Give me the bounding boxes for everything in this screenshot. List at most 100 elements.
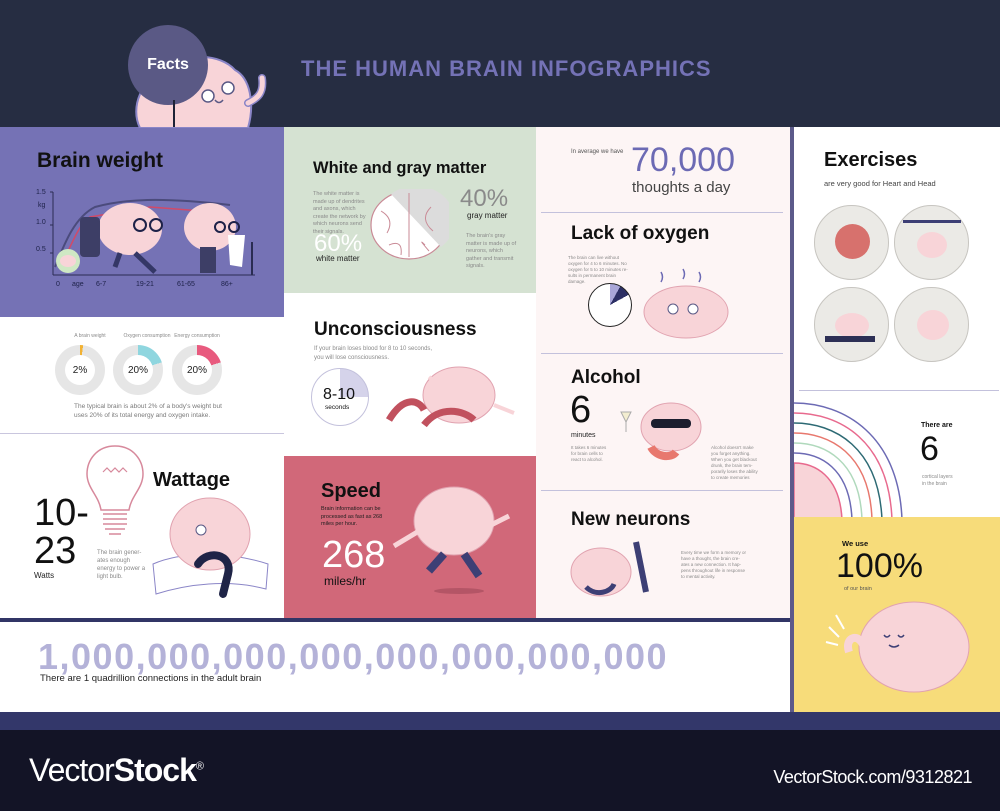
x-tick-19-21: 19-21	[136, 281, 154, 288]
running-brain-icon	[392, 486, 511, 594]
usage-prefix: We use	[842, 539, 869, 548]
y-tick-1-0: 1.0	[36, 219, 46, 226]
wattage-title: Wattage	[153, 469, 231, 491]
exercise-running-heart-icon	[814, 205, 889, 280]
vectorstock-logo[interactable]: VectorStock®	[29, 752, 204, 788]
x-axis-label: age	[72, 281, 84, 288]
light-bulb-icon	[86, 445, 144, 535]
unconsciousness-title: Unconsciousness	[314, 319, 477, 340]
divider	[541, 353, 783, 354]
divider-bar	[0, 712, 1000, 730]
connections-panel: 1,000,000,000,000,000,000,000,000 There …	[0, 618, 790, 712]
thoughts-label: thoughts a day	[632, 179, 731, 196]
thoughts-prefix: In average we have	[571, 149, 624, 155]
speed-title: Speed	[321, 480, 382, 502]
percentages-panel: A brain weight Oxygen consumption Energy…	[0, 317, 284, 433]
divider	[541, 490, 783, 491]
ring-label-weight: A brain weight	[74, 333, 106, 339]
neurons-title: New neurons	[571, 509, 691, 530]
x-tick-6-7: 6-7	[96, 281, 107, 288]
unconsciousness-unit: seconds	[325, 404, 350, 411]
divider	[541, 212, 783, 213]
wattage-unit: Watts	[34, 571, 55, 580]
ring-weight-value: 2%	[65, 355, 95, 385]
exercises-title: Exercises	[824, 149, 918, 171]
ring-label-oxygen: Oxygen consumption	[123, 333, 171, 339]
connections-caption: There are 1 quadrillion connections in t…	[40, 673, 262, 684]
unconsciousness-panel: Unconsciousness If your brain loses bloo…	[284, 293, 536, 456]
ring-oxygen: 20%	[113, 345, 163, 395]
suffocating-brain-icon	[643, 268, 729, 339]
exercise-weightlifting-brain-icon	[894, 205, 969, 280]
usage-suffix: of our brain	[844, 586, 872, 592]
timer-icon	[311, 368, 369, 426]
ring-label-energy: Energy consumption	[174, 333, 220, 339]
badge-stick	[173, 100, 175, 127]
unconsciousness-value: 8-10	[323, 386, 356, 403]
brain-weight-chart	[50, 191, 255, 276]
right-column: Exercises are very good for Heart and He…	[790, 127, 1000, 712]
ring-energy-value: 20%	[182, 355, 212, 385]
gray-matter-value: 40%	[460, 185, 509, 212]
facts-badge: Facts	[128, 25, 208, 105]
brain-weight-title: Brain weight	[37, 149, 164, 172]
ring-oxygen-value: 20%	[123, 355, 153, 385]
alcohol-value: 6	[570, 389, 592, 431]
cortical-layers-icon	[794, 402, 903, 520]
usage-value: 100%	[836, 547, 923, 585]
brain-weight-panel: Brain weight 1.5 kg 1.0 0.5 0 age 6-7 19…	[0, 127, 284, 317]
exercises-subtitle: are very good for Heart and Head	[824, 179, 936, 188]
connections-value: 1,000,000,000,000,000,000,000,000	[38, 636, 669, 677]
divider	[799, 390, 999, 391]
y-tick-1-5: 1.5	[36, 189, 46, 196]
speed-unit: miles/hr	[324, 574, 367, 588]
y-axis-unit: kg	[38, 202, 46, 209]
header: Facts THE HUMAN BRAIN INFOGRAPHICS	[0, 0, 1000, 128]
y-tick-0-5: 0.5	[36, 246, 46, 253]
footer: VectorStock® VectorStock.com/9312821	[0, 730, 1000, 811]
oxygen-title: Lack of oxygen	[571, 223, 710, 244]
alcohol-title: Alcohol	[571, 367, 641, 388]
x-tick-61-65: 61-65	[177, 281, 195, 288]
page-title: THE HUMAN BRAIN INFOGRAPHICS	[301, 56, 712, 81]
usage-panel: We use 100% of our brain	[794, 517, 1000, 712]
gray-matter-label: gray matter	[467, 211, 508, 220]
ring-weight: 2%	[55, 345, 105, 395]
fainting-brain-icon	[385, 366, 515, 428]
alcohol-unit: minutes	[571, 432, 596, 439]
cortical-prefix: There are	[921, 422, 953, 429]
speed-value: 268	[322, 534, 386, 576]
writing-brain-icon	[570, 541, 649, 597]
unconsciousness-desc: If your brain loses blood for 8 to 10 se…	[314, 346, 433, 361]
white-gray-title: White and gray matter	[313, 159, 487, 177]
oxygen-clock-icon	[588, 283, 632, 327]
white-gray-matter-panel: White and gray matter The white matter i…	[284, 127, 536, 293]
facts-column: In average we have 70,000 thoughts a day…	[536, 127, 790, 618]
flexing-brain-icon	[825, 601, 970, 693]
x-tick-0: 0	[56, 281, 60, 288]
white-matter-value: 60%	[314, 230, 363, 257]
brain-matter-icon	[370, 189, 449, 260]
exercise-dumbbell-brain-icon	[894, 287, 969, 362]
wattage-panel: Wattage 10- 23 Watts The brain gener-ate…	[0, 433, 284, 618]
vectorstock-url[interactable]: VectorStock.com/9312821	[773, 767, 972, 787]
relaxing-brain-icon	[152, 497, 269, 598]
exercise-pushup-brain-icon	[814, 287, 889, 362]
percent-caption: The typical brain is about 2% of a body'…	[74, 403, 222, 419]
ring-energy: 20%	[172, 345, 222, 395]
wattage-value: 10- 23	[34, 492, 89, 572]
x-tick-86: 86+	[221, 281, 233, 288]
cortical-value: 6	[920, 430, 939, 468]
white-matter-label: white matter	[316, 254, 360, 263]
thoughts-value: 70,000	[631, 141, 735, 179]
